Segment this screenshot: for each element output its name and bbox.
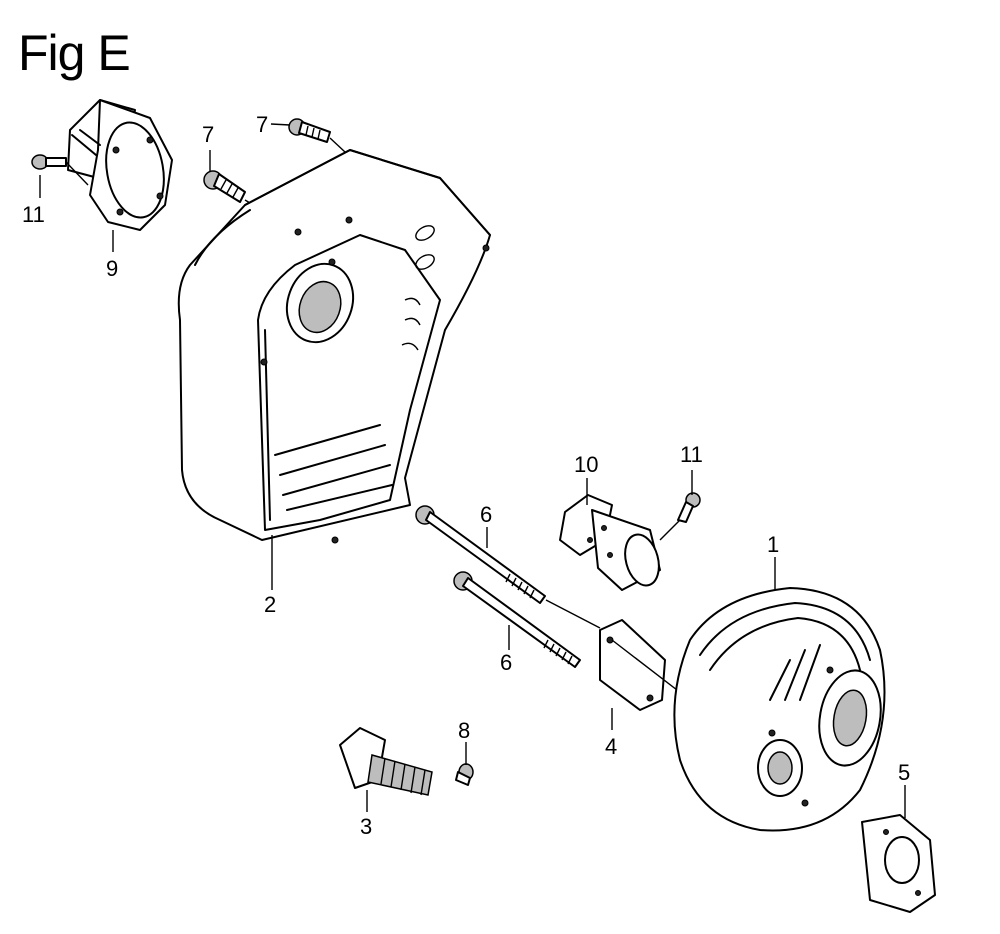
- part-11-bolt-right: [677, 492, 701, 523]
- callout-2: 2: [264, 592, 276, 617]
- callout-7-left: 7: [202, 122, 214, 147]
- part-7-bolt-upper: [288, 118, 346, 153]
- callout-6-upper: 6: [480, 502, 492, 527]
- part-3-screen: [339, 727, 433, 796]
- callout-8: 8: [458, 718, 470, 743]
- callout-4: 4: [605, 734, 617, 759]
- callout-1: 1: [767, 532, 779, 557]
- part-11-bolt-left: [31, 154, 89, 186]
- part-8-screw: [455, 763, 474, 786]
- part-10-exhaust-tube: [559, 494, 681, 591]
- callout-7-top: 7: [256, 112, 268, 137]
- figure-title: Fig E: [18, 25, 131, 81]
- part-6-stud-bolt-upper: [415, 505, 601, 629]
- part-5-gasket: [861, 814, 936, 913]
- part-2-muffler-protector: [177, 149, 491, 544]
- callout-11-right: 11: [680, 442, 703, 467]
- callout-11-left: 11: [22, 202, 45, 227]
- callout-9: 9: [106, 256, 118, 281]
- part-6-stud-bolt-lower: [453, 571, 581, 668]
- callout-6-lower: 6: [500, 650, 512, 675]
- part-1-muffler: [673, 587, 886, 832]
- callout-10: 10: [574, 452, 598, 477]
- callout-3: 3: [360, 814, 372, 839]
- callout-5: 5: [898, 760, 910, 785]
- leader-lines: [39, 123, 906, 818]
- part-9-exhaust-flange: [67, 99, 173, 231]
